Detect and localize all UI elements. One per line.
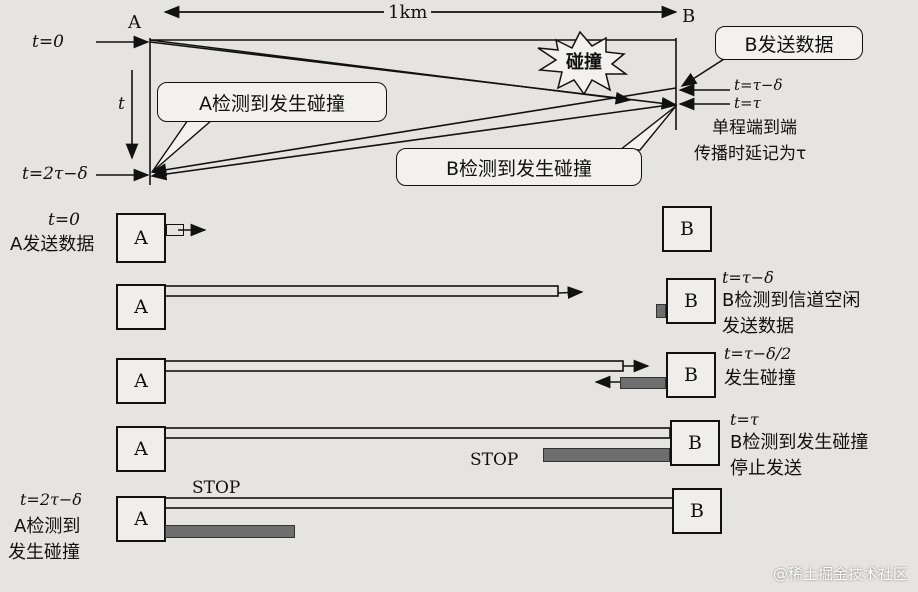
node-a-label: A bbox=[128, 12, 141, 33]
step4-caption-2: 停止发送 bbox=[730, 458, 802, 479]
delay-note-line1: 单程端到端 bbox=[712, 118, 797, 138]
step2-caption-1: B检测到信道空闲 bbox=[722, 290, 861, 311]
step2-time: t=τ−δ bbox=[722, 268, 774, 287]
node-b-label: B bbox=[682, 6, 696, 27]
collision-burst bbox=[537, 30, 629, 96]
step5-a-frame bbox=[165, 525, 295, 538]
step2-caption-2: 发送数据 bbox=[722, 316, 794, 337]
a-signal-inner bbox=[149, 39, 632, 105]
step4-frame bbox=[164, 427, 671, 439]
a-detects-callout: A检测到发生碰撞 bbox=[157, 82, 387, 122]
distance-label: 1km bbox=[384, 4, 432, 22]
step2-node-a: A bbox=[116, 284, 166, 330]
collision-label: 碰撞 bbox=[566, 52, 602, 73]
step4-caption-1: B检测到发生碰撞 bbox=[730, 432, 869, 453]
t-tau-label: t=τ bbox=[734, 94, 761, 112]
step5-node-b: B bbox=[672, 488, 722, 534]
step4-stop: STOP bbox=[470, 450, 519, 470]
step5-frame bbox=[164, 497, 674, 509]
b-signal-back bbox=[150, 87, 677, 177]
watermark: @稀土掘金技术社区 bbox=[772, 565, 908, 583]
step4-b-frame bbox=[543, 448, 670, 462]
step5-node-a: A bbox=[116, 496, 166, 542]
b-callout-tail bbox=[617, 105, 677, 151]
step5-caption-2: 发生碰撞 bbox=[8, 542, 80, 563]
step2-arrow bbox=[557, 286, 584, 299]
a-detects-text: A检测到发生碰撞 bbox=[199, 92, 345, 115]
step2-frame bbox=[164, 285, 559, 297]
step1-frame bbox=[166, 224, 184, 236]
b-sends-callout: B发送数据 bbox=[715, 26, 863, 60]
step4-node-b: B bbox=[670, 420, 720, 466]
b-sends-text: B发送数据 bbox=[744, 33, 834, 56]
step1-node-a: A bbox=[116, 213, 166, 263]
step1-time: t=0 bbox=[48, 210, 80, 230]
t-axis-label: t bbox=[118, 94, 125, 114]
b-detects-text: B检测到发生碰撞 bbox=[445, 157, 593, 180]
step5-time: t=2τ−δ bbox=[20, 490, 82, 509]
step5-caption-1: A检测到 bbox=[14, 516, 81, 537]
step3-frame bbox=[164, 360, 624, 372]
t-tau-delta-label: t=τ−δ bbox=[734, 76, 783, 94]
step1-node-b: B bbox=[662, 206, 712, 252]
b-signal-back-2 bbox=[150, 103, 677, 181]
t0-label: t=0 bbox=[32, 32, 64, 52]
step4-time: t=τ bbox=[730, 410, 759, 429]
step3-node-a: A bbox=[116, 358, 166, 404]
step3-b-frame bbox=[620, 377, 666, 389]
step5-stop: STOP bbox=[192, 478, 241, 498]
b-detects-callout: B检测到发生碰撞 bbox=[396, 148, 642, 186]
step3-caption: 发生碰撞 bbox=[724, 368, 796, 389]
step2-b-frame bbox=[656, 304, 666, 318]
step4-node-a: A bbox=[116, 426, 166, 472]
step2-node-b: B bbox=[666, 278, 716, 324]
delay-note-line2: 传播时延记为τ bbox=[694, 144, 807, 164]
t2tau-label: t=2τ−δ bbox=[22, 164, 88, 184]
step3-node-b: B bbox=[666, 352, 716, 398]
step3-time: t=τ−δ/2 bbox=[724, 344, 792, 363]
step1-caption: A发送数据 bbox=[10, 234, 95, 255]
